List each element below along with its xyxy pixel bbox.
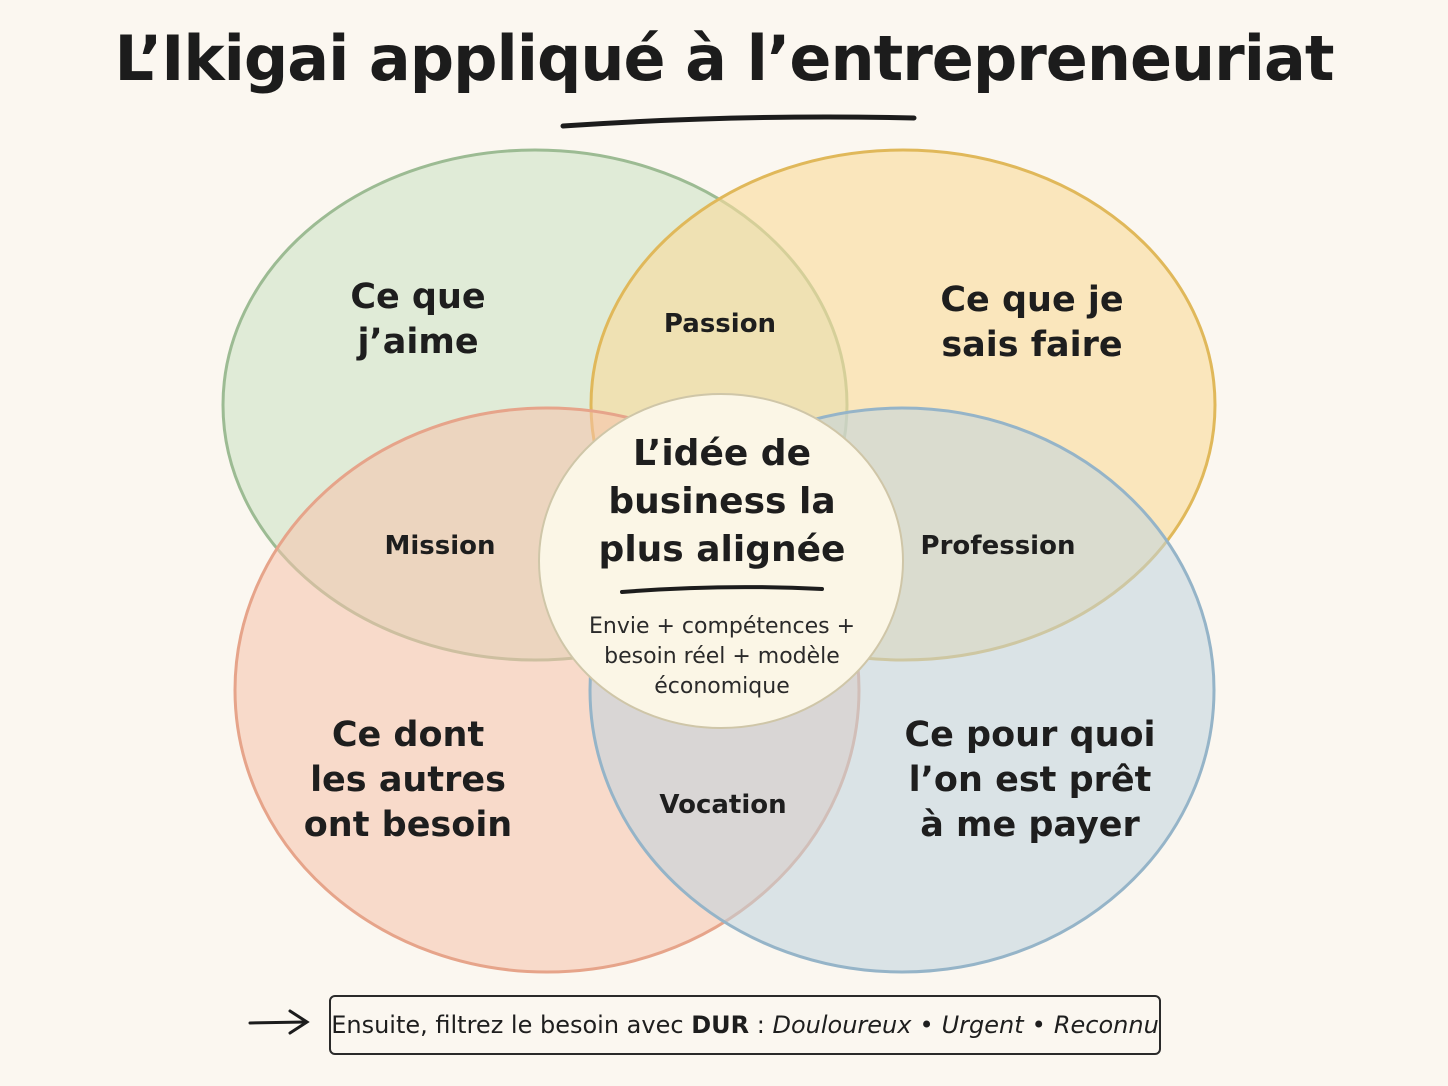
label-love: Ce que j’aime (258, 275, 578, 365)
footer-box: Ensuite, filtrez le besoin avec DUR : Do… (329, 995, 1161, 1055)
footer-separator-1: • (919, 1011, 934, 1039)
footer-separator-2: • (1031, 1011, 1046, 1039)
label-love-line1: Ce que (350, 277, 486, 317)
label-love-line2: j’aime (357, 322, 479, 362)
center-underline (620, 585, 824, 594)
label-vocation: Vocation (659, 790, 787, 820)
center-subtitle-line2: besoin réel + modèle (604, 644, 840, 669)
center-circle (538, 393, 904, 729)
center-title-line3: plus alignée (598, 529, 846, 570)
label-skill-line1: Ce que je (940, 280, 1124, 320)
center-subtitle-line1: Envie + compétences + (588, 614, 856, 639)
label-paid-line3: à me payer (920, 805, 1140, 845)
label-need-line2: les autres (310, 760, 506, 800)
center-title-line2: business la (608, 481, 836, 522)
label-need-line3: ont besoin (303, 805, 513, 845)
title-underline (560, 114, 917, 129)
label-skill: Ce que je sais faire (872, 278, 1192, 368)
label-paid-line1: Ce pour quoi (904, 715, 1156, 755)
label-need-line1: Ce dont (331, 715, 485, 755)
center-subtitle-line3: économique (654, 674, 790, 699)
footer-prefix: Ensuite, filtrez le besoin avec (331, 1011, 684, 1039)
label-need: Ce dont les autres ont besoin (248, 713, 568, 848)
label-skill-line2: sais faire (941, 325, 1123, 365)
center-title: L’idée de business la plus alignée (572, 430, 872, 574)
label-paid: Ce pour quoi l’on est prêt à me payer (870, 713, 1190, 848)
center-subtitle: Envie + compétences + besoin réel + modè… (572, 612, 872, 702)
label-profession: Profession (920, 531, 1076, 561)
footer-colon: : (756, 1011, 765, 1039)
label-paid-line2: l’on est prêt (908, 760, 1152, 800)
footer-item-urgent: Urgent (941, 1011, 1024, 1039)
arrow-right-icon (248, 1009, 310, 1035)
page-title: L’Ikigai appliqué à l’entrepreneuriat (114, 22, 1335, 95)
footer-item-douloureux: Douloureux (772, 1011, 912, 1039)
center-title-line1: L’idée de (633, 433, 811, 474)
footer-item-reconnu: Reconnu (1053, 1011, 1159, 1039)
footer-acronym: DUR (691, 1011, 750, 1039)
label-mission: Mission (384, 531, 496, 561)
label-passion: Passion (663, 309, 777, 339)
